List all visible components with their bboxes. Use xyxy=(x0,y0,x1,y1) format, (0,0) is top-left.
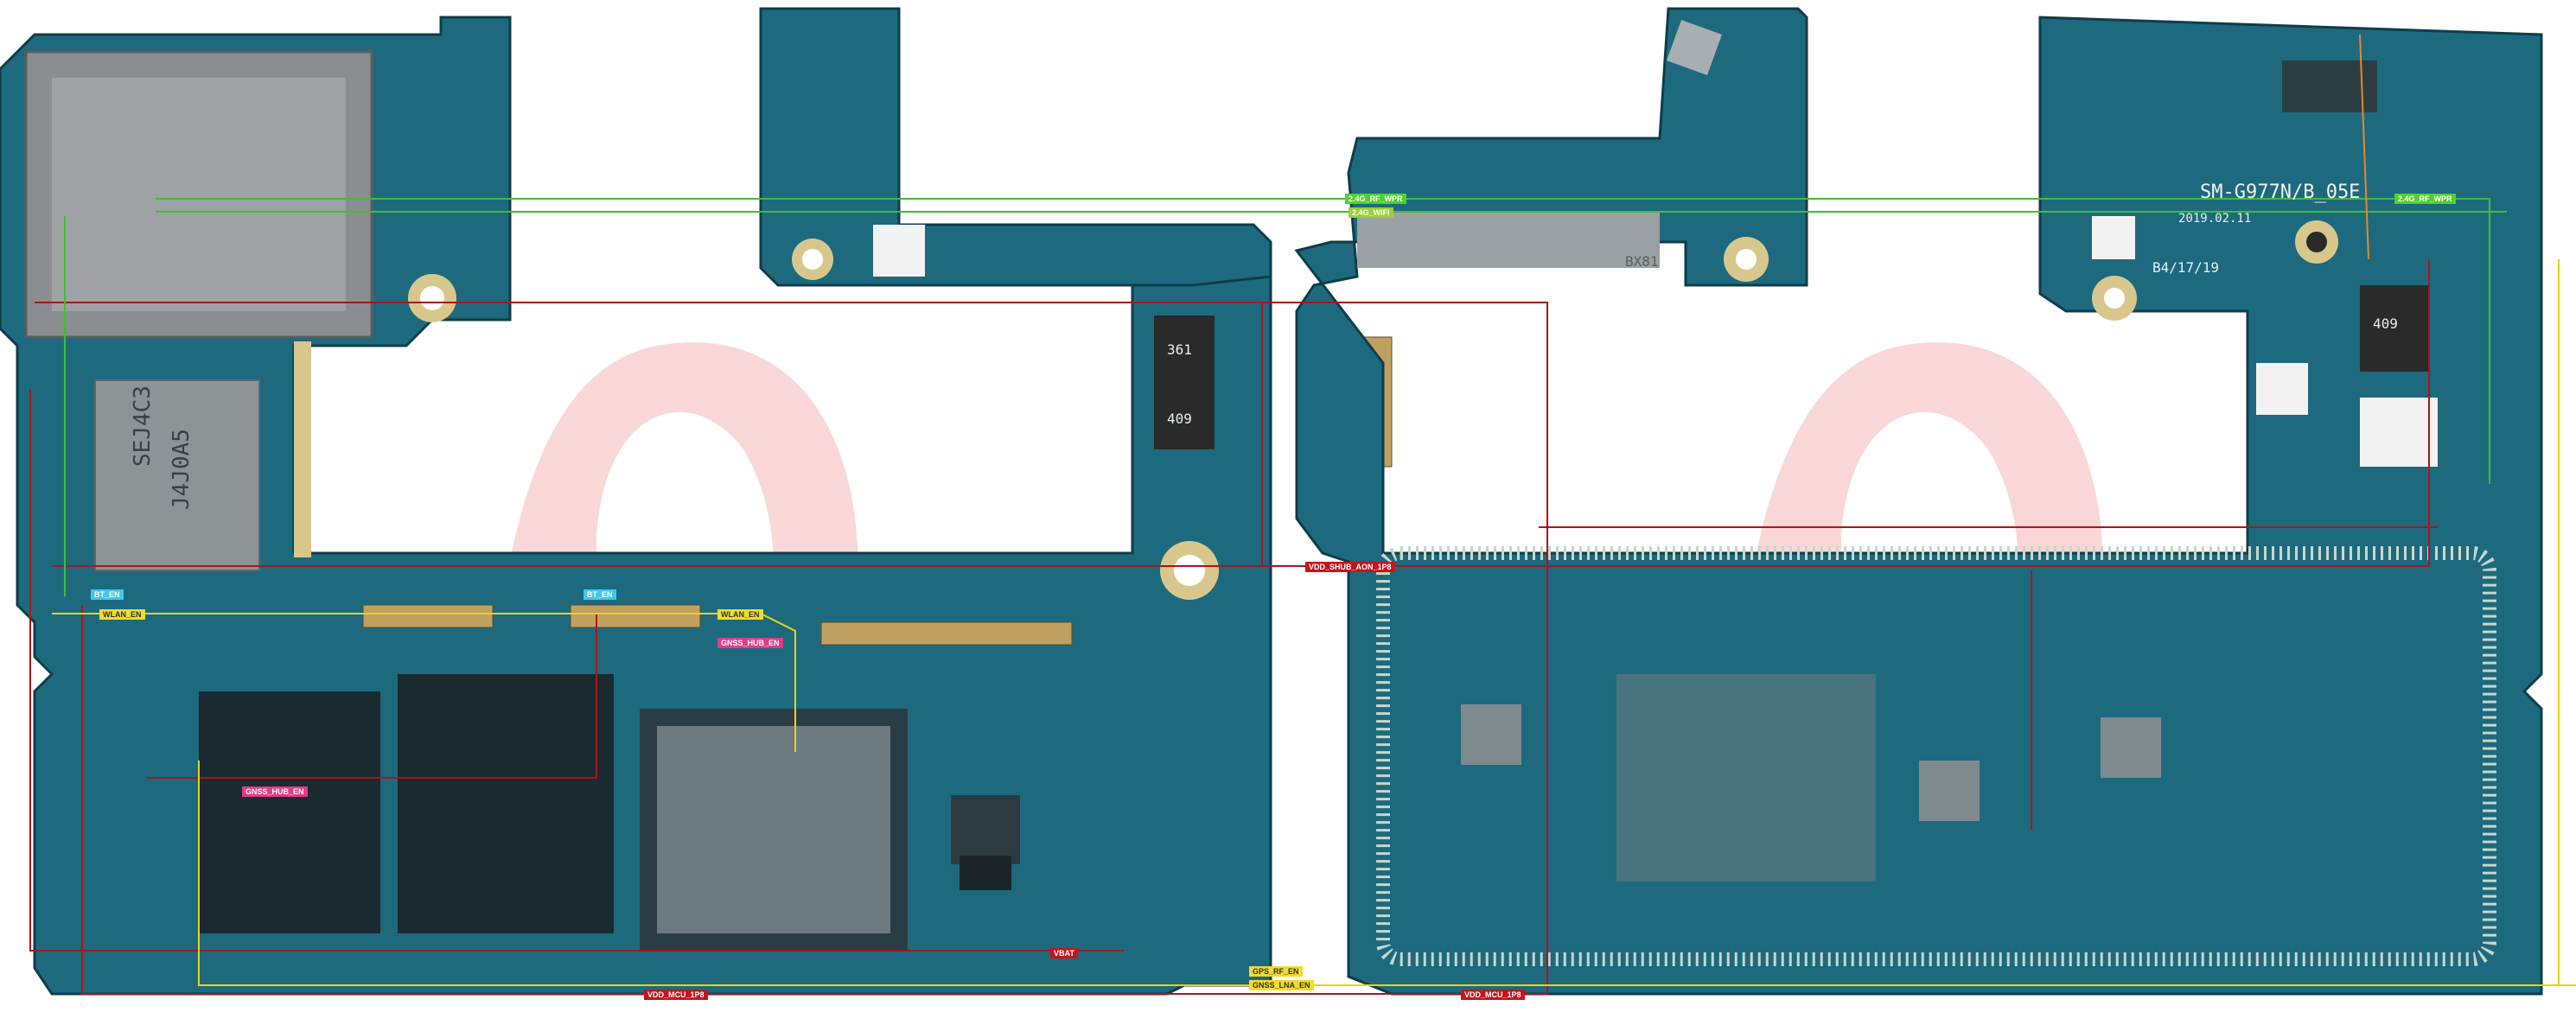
label-gnss-lna-en: GNSS_LNA_EN xyxy=(1249,980,1314,990)
label-bt-en-mid: BT_EN xyxy=(583,589,616,600)
trace-yellow-1 xyxy=(52,613,796,752)
label-vdd-shub-aon-1p8: VDD_SHUB_AON_1P8 xyxy=(1305,562,1395,572)
inductor-marking-2: 409 xyxy=(1167,411,1192,427)
label-vbat: VBAT xyxy=(1050,948,1078,958)
left-board xyxy=(0,7,1773,996)
label-wlan-en-mid: WLAN_EN xyxy=(717,609,763,620)
label-vdd-mcu-1p8-a: VDD_MCU_1P8 xyxy=(644,990,708,1000)
trace-red-vbat xyxy=(29,389,1124,952)
label-2g4-rf-wpr-top: 2.4G_RF_WPR xyxy=(1345,194,1406,204)
inductor-marking-3: 409 xyxy=(2373,315,2398,332)
trace-orange-1 xyxy=(2359,34,2369,260)
ram-chip-marking-1: SEJ4C3 xyxy=(130,385,156,467)
label-gnss-hub-en-a: GNSS_HUB_EN xyxy=(717,638,783,648)
trace-red-main xyxy=(35,302,1548,994)
label-2g4-wifi-top: 2.4G_WIFI xyxy=(1349,207,1393,218)
trace-green-1 xyxy=(156,198,2490,484)
trace-yellow-2 xyxy=(198,761,2576,986)
inductor-marking-1: 361 xyxy=(1167,341,1192,358)
label-2g4-rf-wpr-right: 2.4G_RF_WPR xyxy=(2394,194,2456,204)
connector-marking: BX81 xyxy=(1625,253,1659,270)
signal-traces xyxy=(29,34,2576,995)
date-marking-1: 2019.02.11 xyxy=(2178,212,2252,226)
model-marking: SM-G977N/B_05E xyxy=(2200,181,2361,203)
trace-red-hub xyxy=(147,614,597,779)
trace-red-mcu xyxy=(81,605,1547,995)
label-gnss-hub-en-b: GNSS_HUB_EN xyxy=(242,786,308,797)
label-wlan-en-left: WLAN_EN xyxy=(99,609,145,620)
trace-red-shub xyxy=(52,259,2430,567)
ram-chip-marking-2: J4J0A5 xyxy=(169,429,194,510)
label-gps-rf-en: GPS_RF_EN xyxy=(1249,966,1303,977)
label-vdd-mcu-1p8-b: VDD_MCU_1P8 xyxy=(1461,990,1525,1000)
right-board xyxy=(1294,7,2543,996)
date-marking-2: B4/17/19 xyxy=(2152,259,2220,276)
label-bt-en-left: BT_EN xyxy=(91,589,124,600)
